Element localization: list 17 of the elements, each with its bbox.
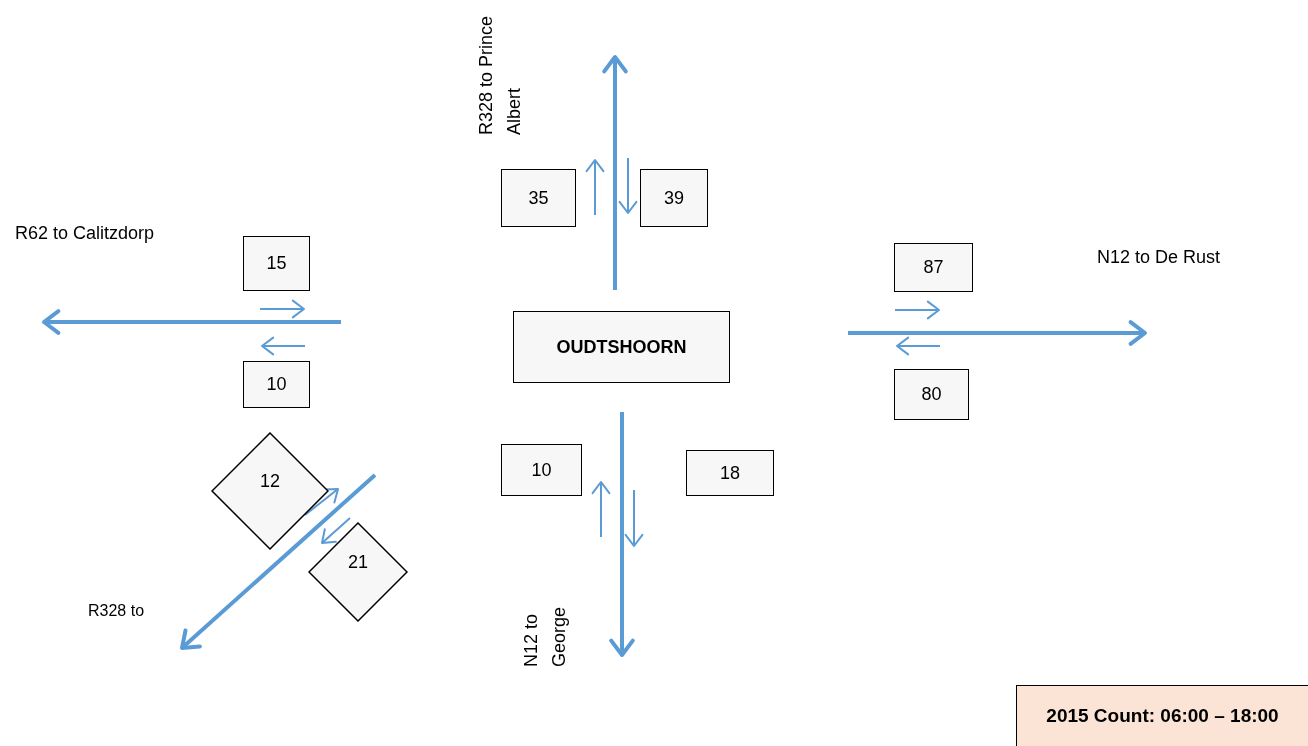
count-box: 35 <box>501 169 576 227</box>
road-label: N12 to De Rust <box>1097 247 1221 268</box>
town-box: OUDTSHOORN <box>513 311 730 383</box>
count-period-box: 2015 Count: 06:00 – 18:00 <box>1016 685 1308 746</box>
count-diamond: 12 <box>211 432 329 550</box>
count-box: 15 <box>243 236 310 291</box>
road-label: N12 to George <box>520 605 570 667</box>
road-label: R62 to Calitzdorp <box>15 223 155 244</box>
count-box: 39 <box>640 169 708 227</box>
count-box: 10 <box>501 444 582 496</box>
count-box: 87 <box>894 243 973 292</box>
count-box: 80 <box>894 369 969 420</box>
road-label: R328 to Prince Albert <box>475 14 525 135</box>
count-box: 18 <box>686 450 774 496</box>
road-label: R328 to <box>88 602 145 620</box>
count-box: 10 <box>243 361 310 408</box>
count-diamond: 21 <box>308 522 408 622</box>
